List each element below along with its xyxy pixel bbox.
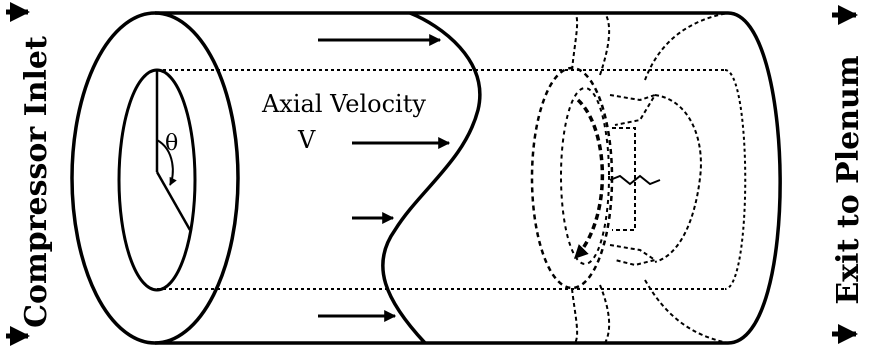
blade-wavy-center bbox=[609, 174, 661, 186]
stall-cell bbox=[530, 12, 729, 344]
exit-lobe-center bbox=[654, 94, 702, 263]
stall-rotation-arrow-icon bbox=[573, 98, 605, 260]
velocity-profile-curve bbox=[381, 11, 482, 345]
theta-arc-arrow-icon bbox=[156, 139, 177, 186]
inner-hub bbox=[117, 68, 747, 292]
outer-exit-arc bbox=[727, 11, 782, 345]
blade-flare-lower bbox=[609, 244, 658, 267]
hub-exit-arc bbox=[724, 69, 747, 290]
axial-velocity-label: Axial Velocity bbox=[261, 90, 426, 118]
blade-passage-top bbox=[571, 12, 579, 71]
blade-passage-top-2 bbox=[599, 12, 611, 76]
right-side-annotation: Exit to Plenum bbox=[831, 5, 866, 344]
blade-passage-bottom-2 bbox=[599, 284, 611, 344]
left-side-annotation: Compressor Inlet bbox=[6, 2, 54, 346]
outer-inlet-ellipse bbox=[70, 11, 240, 345]
theta-symbol: θ bbox=[165, 131, 178, 156]
blade-passage-bottom bbox=[571, 288, 579, 344]
axial-velocity-symbol: V bbox=[297, 126, 316, 154]
compressor-inlet-label: Compressor Inlet bbox=[19, 36, 54, 328]
outer-cylinder bbox=[70, 11, 782, 345]
velocity-profile bbox=[318, 11, 482, 345]
stall-cell-inner-ellipse bbox=[560, 87, 610, 265]
theta-radius-diagonal bbox=[155, 171, 192, 231]
blade-flare-upper bbox=[609, 93, 658, 126]
exit-to-plenum-label: Exit to Plenum bbox=[831, 55, 866, 304]
exit-lobe-upper bbox=[644, 12, 729, 81]
